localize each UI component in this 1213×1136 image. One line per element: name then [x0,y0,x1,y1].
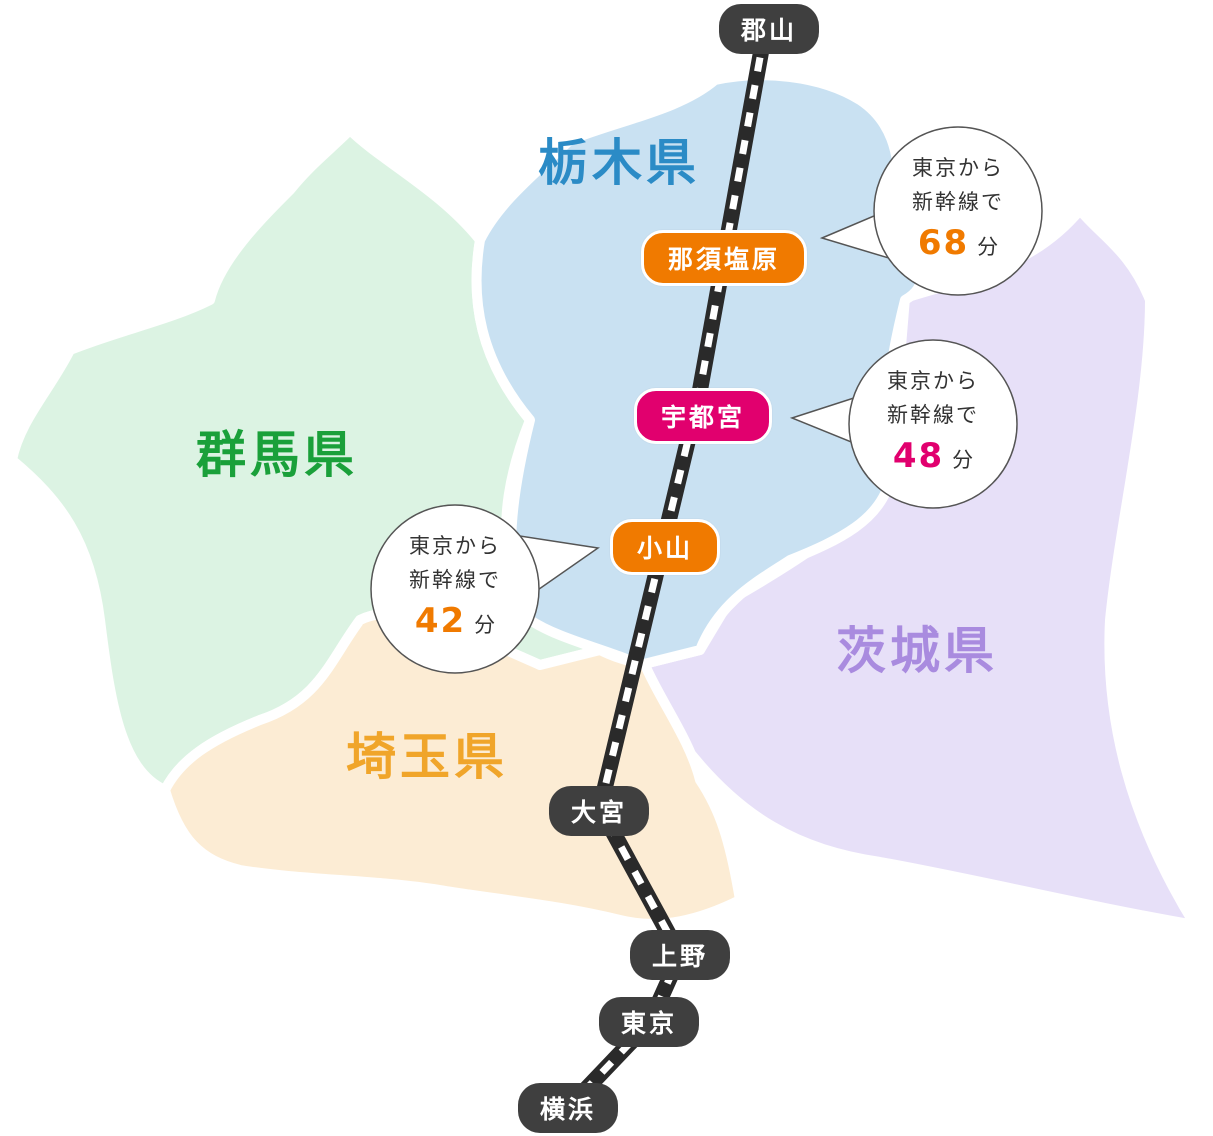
prefecture-label-saitama: 埼玉県 [346,728,508,786]
callout-line-by: 新幹線で [887,403,979,427]
station-tokyo: 東京 [598,997,700,1047]
minutes-unit: 分 [977,235,999,259]
callout-line-from: 東京から [887,369,979,393]
saitama-region [160,608,745,929]
minutes-unit: 分 [952,448,974,472]
station-utsunomiya: 宇都宮 [633,388,773,444]
callout-line-from: 東京から [409,534,501,558]
prefecture-label-gunma: 群馬県 [196,426,358,484]
callout-line-by: 新幹線で [409,568,501,592]
travel-minutes: 48 [892,436,945,476]
prefecture-label-ibaraki: 茨城県 [836,622,998,680]
callout-utsunomiya: 東京から 新幹線で 48 分 [849,340,1017,508]
travel-minutes: 42 [414,601,467,641]
callout-line-by: 新幹線で [912,190,1004,214]
callout-line-from: 東京から [912,156,1004,180]
station-yokohama: 横浜 [517,1083,619,1133]
minutes-unit: 分 [474,613,496,637]
station-koriyama: 郡山 [718,4,820,54]
station-oyama: 小山 [609,519,721,575]
station-nasushiobara: 那須塩原 [640,230,808,286]
station-omiya: 大宮 [548,786,650,836]
callout-nasushiobara: 東京から 新幹線で 68 分 [874,127,1042,295]
prefecture-label-tochigi: 栃木県 [538,134,700,192]
travel-minutes: 68 [917,223,970,263]
callout-oyama: 東京から 新幹線で 42 分 [371,505,539,673]
station-ueno: 上野 [629,930,731,980]
